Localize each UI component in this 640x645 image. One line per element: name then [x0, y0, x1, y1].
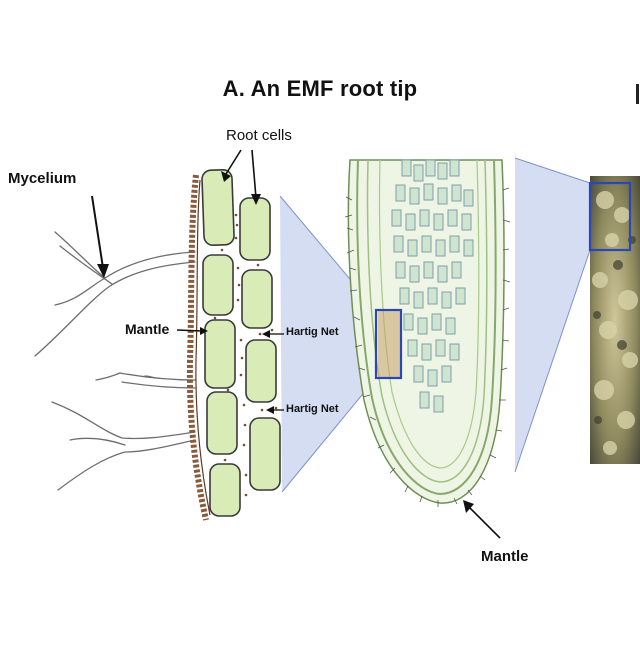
zoom-line-right-top — [514, 157, 591, 184]
label-hartig-net-lower: Hartig Net — [286, 403, 339, 415]
diagram-title: A. An EMF root tip — [222, 76, 418, 101]
zoom-line-right-bottom — [514, 249, 591, 473]
hartig-net-arrows — [262, 330, 284, 414]
label-hartig-net-upper: Hartig Net — [286, 326, 339, 338]
root-cells-arrows — [221, 149, 261, 205]
zoom-panel-right — [515, 158, 590, 472]
micrograph-photo — [588, 176, 640, 464]
label-mantle-bottom: Mantle — [481, 548, 529, 565]
root-tip-section — [344, 159, 511, 507]
hartig-net-dots — [213, 213, 278, 497]
fungal-mantle-layer — [186, 174, 211, 521]
label-mantle-left: Mantle — [125, 321, 170, 337]
zoom-panel-left — [280, 196, 376, 492]
zoom-line-left-bottom — [281, 377, 377, 493]
root-cells — [201, 169, 281, 517]
label-root-cells: Root cells — [226, 127, 292, 144]
mantle-bottom-arrow — [463, 500, 501, 539]
label-mycelium: Mycelium — [8, 170, 77, 187]
mantle-left-arrow — [176, 327, 208, 335]
mycelium-hyphae — [34, 231, 196, 491]
mycelium-arrow — [91, 195, 109, 278]
photo-highlight-box — [588, 181, 632, 252]
next-panel-edge — [636, 84, 639, 104]
tip-highlight-box — [374, 308, 403, 380]
